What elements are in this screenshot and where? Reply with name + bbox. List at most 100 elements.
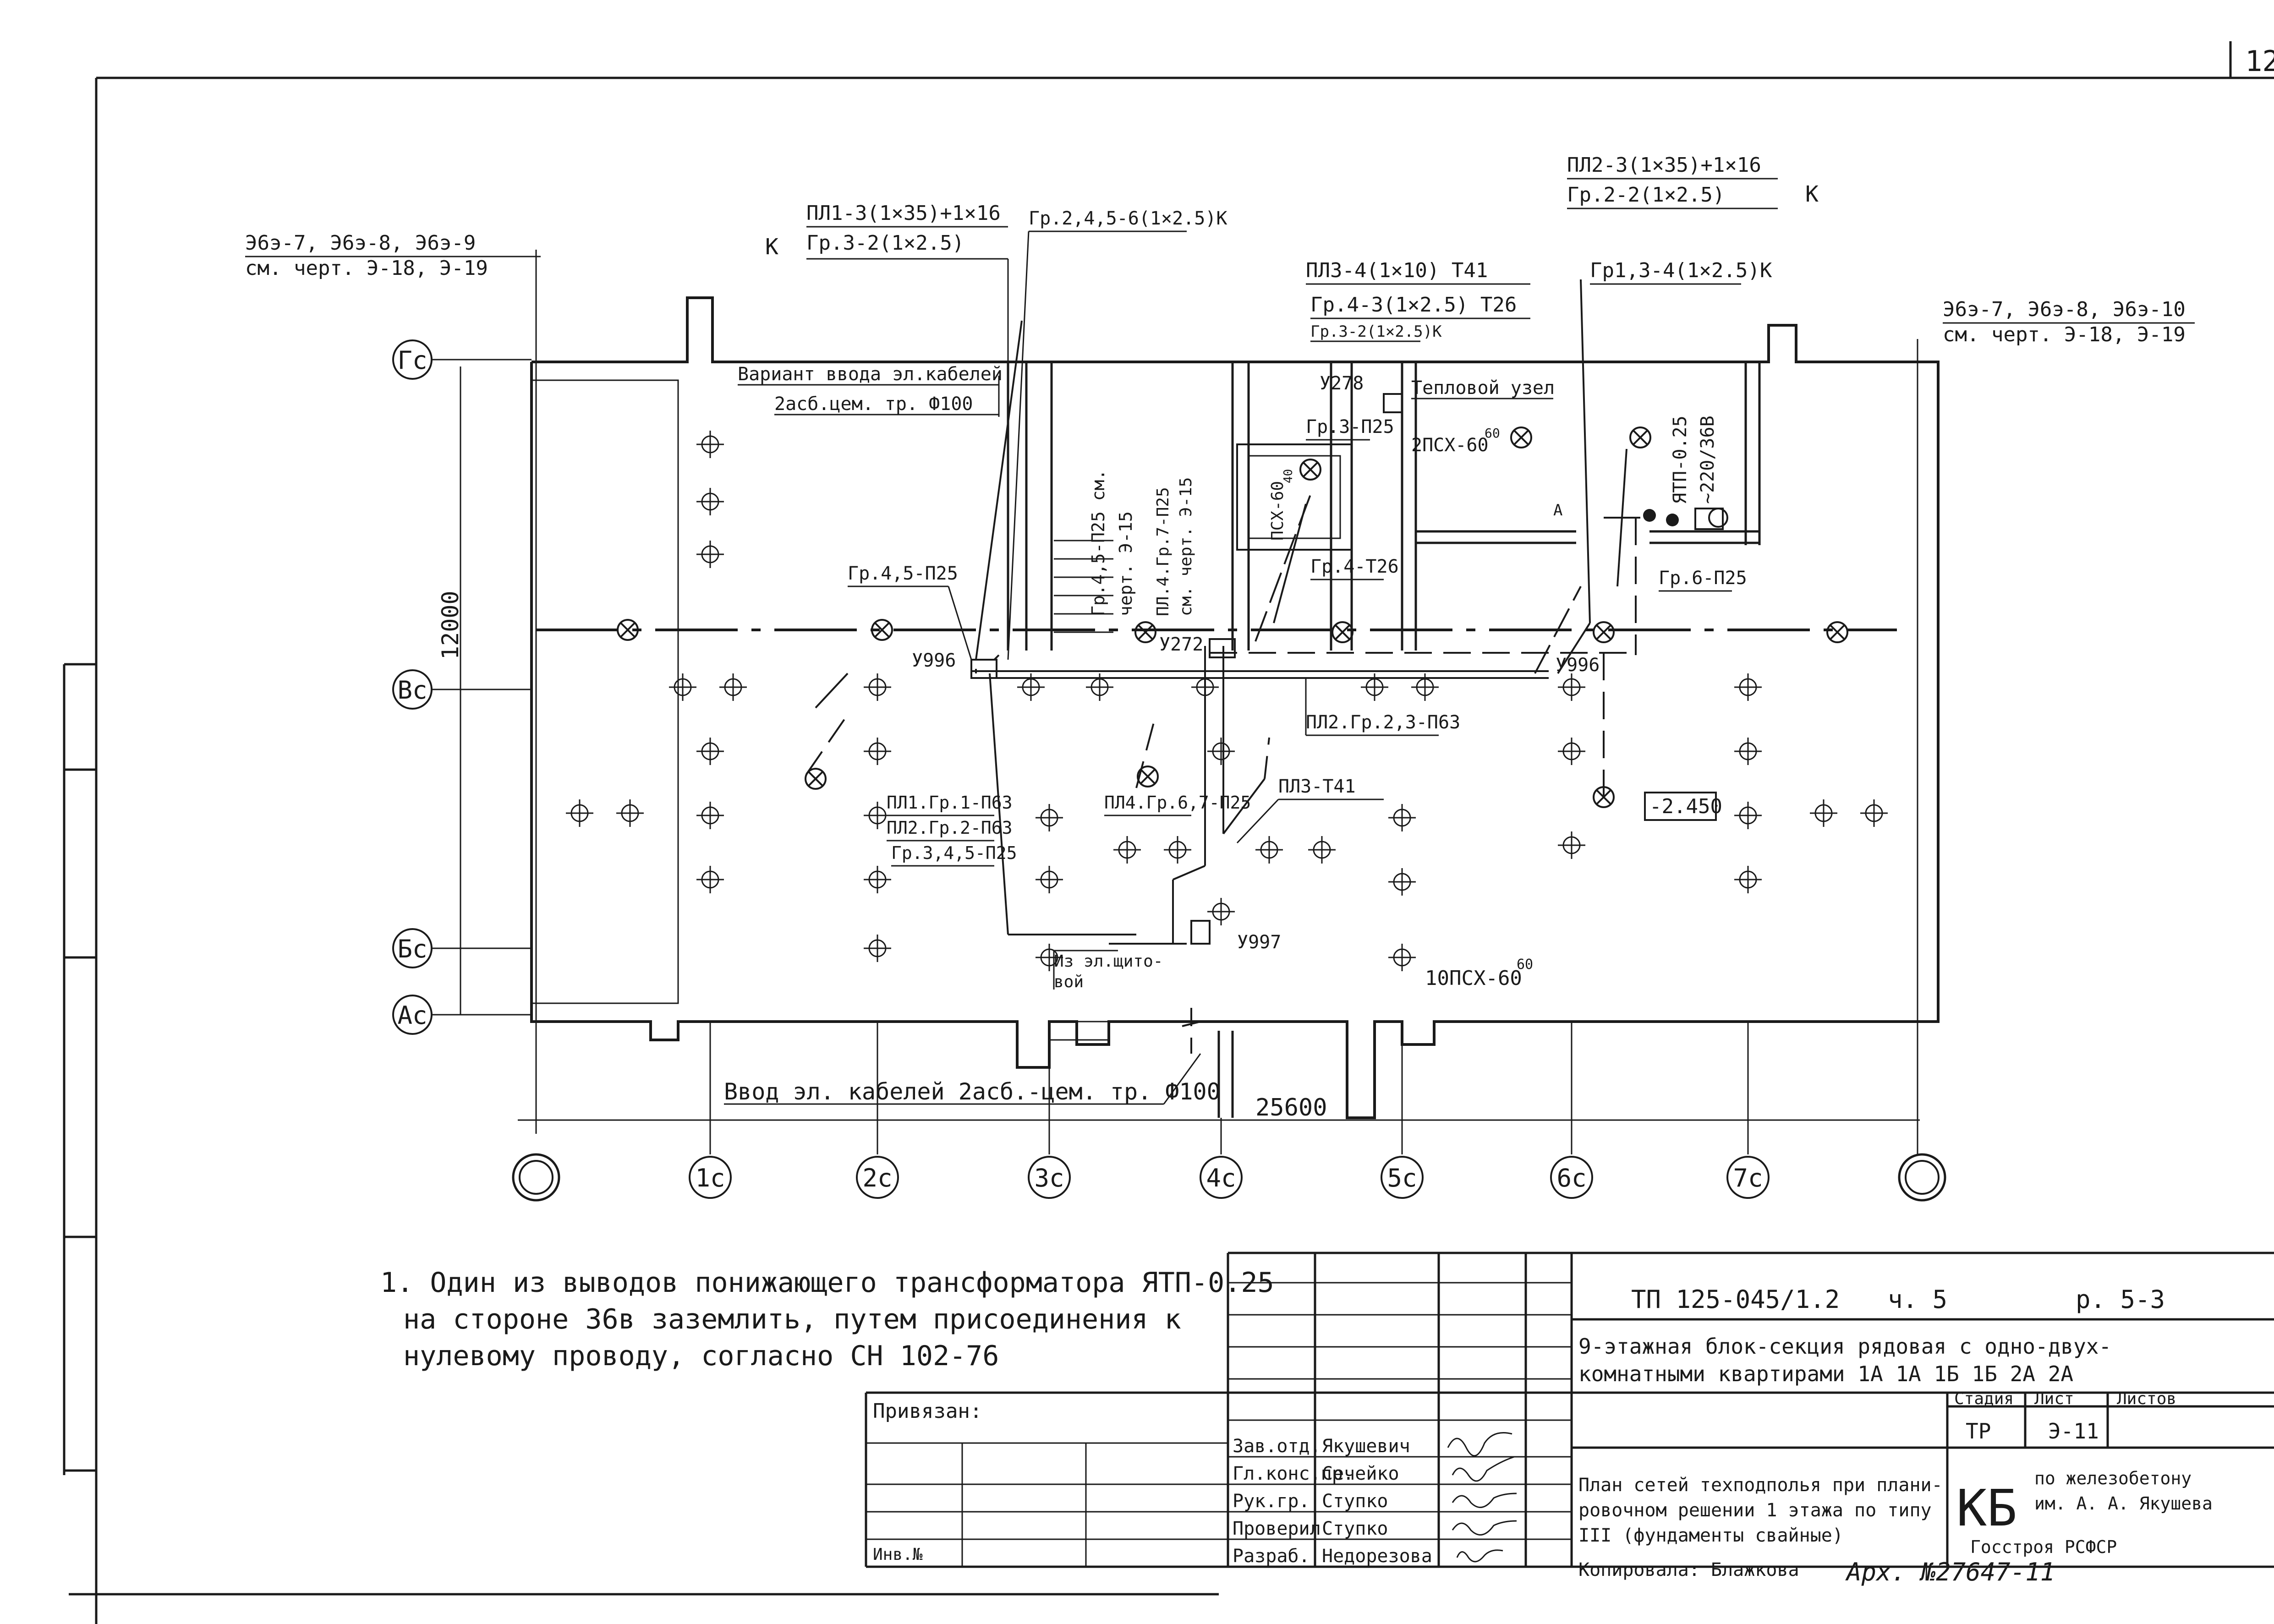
tb-stage: ТР xyxy=(1966,1419,1991,1444)
pile xyxy=(1558,831,1585,859)
axis-label-bc: Бс xyxy=(397,935,427,963)
axis-label-3c: 3с xyxy=(1034,1164,1064,1192)
cable-routes-secondary xyxy=(805,279,1640,1054)
label-k-right: К xyxy=(1805,181,1819,207)
axis-label-gc: Гс xyxy=(397,346,427,375)
lamp-2 xyxy=(871,619,893,641)
axis-label-5c: 5с xyxy=(1387,1164,1417,1192)
note-line-3: нулевому проводу, согласно СН 102-76 xyxy=(403,1340,999,1372)
axis-bubble-5c xyxy=(1381,1156,1424,1199)
axis-bubble-col-right xyxy=(1898,1153,1946,1202)
pile xyxy=(1036,944,1063,971)
ref-left-1: Э6э-7, Э6э-8, Э6э-9 xyxy=(245,231,476,255)
pile xyxy=(1388,944,1416,971)
pile xyxy=(1388,868,1416,896)
label-pl2-top: ПЛ2-3(1×35)+1×16 xyxy=(1567,153,1761,177)
pile xyxy=(864,866,891,893)
tb-name-3: Ступко xyxy=(1322,1518,1388,1539)
label-u997: У997 xyxy=(1237,932,1281,953)
dimension-height: 12000 xyxy=(437,591,464,660)
pile xyxy=(696,541,724,568)
tb-role-3: Проверил xyxy=(1233,1518,1321,1539)
pile xyxy=(1558,673,1585,701)
pile xyxy=(566,799,593,827)
title-block-rows xyxy=(866,1282,1572,1567)
pile xyxy=(864,738,891,765)
tb-section: р. 5-3 xyxy=(2076,1285,2165,1314)
signature-0 xyxy=(1447,1432,1512,1457)
axis-bubble-6c xyxy=(1550,1156,1593,1199)
signature-4 xyxy=(1456,1549,1503,1563)
tb-role-0: Зав.отд. xyxy=(1233,1436,1321,1457)
axis-label-vc: Вс xyxy=(397,676,427,705)
pile xyxy=(696,738,724,765)
label-gr3-p25: Гр.3-П25 xyxy=(1306,416,1394,437)
junction-box-u996-left xyxy=(970,659,997,679)
stair-hatch xyxy=(1054,540,1113,633)
dimension-width: 25600 xyxy=(1255,1094,1327,1121)
lamp-12 xyxy=(1299,459,1321,481)
pile xyxy=(1086,673,1113,701)
axis-bubble-7c xyxy=(1726,1156,1770,1199)
tb-role-2: Рук.гр. xyxy=(1233,1491,1310,1512)
tb-sheet: Э-11 xyxy=(2048,1419,2099,1444)
pile-symbols xyxy=(566,431,1888,971)
axis-bubble-col-left xyxy=(512,1153,560,1202)
axis-bubble-1c xyxy=(689,1156,732,1199)
pile xyxy=(1308,836,1336,864)
lamp-4 xyxy=(1134,621,1156,643)
tb-org-3: им. А. А. Якушева xyxy=(2034,1493,2213,1514)
label-pl3-1: ПЛ3-4(1×10) Т41 xyxy=(1306,259,1488,282)
pile xyxy=(696,431,724,458)
label-pl3-3: Гр.3-2(1×2.5)К xyxy=(1310,323,1442,341)
label-gr45-p25: Гр.4,5-П25 xyxy=(848,563,958,584)
pile xyxy=(1810,799,1837,827)
label-ytp-1: ЯТП-0.25 xyxy=(1670,416,1691,504)
tb-org-4: Госстроя РСФСР xyxy=(1970,1537,2117,1557)
label-gr245: Гр.2,4,5-6(1×2.5)К xyxy=(1029,208,1227,229)
axis-bubble-bc xyxy=(392,928,433,968)
pile xyxy=(864,673,891,701)
pile xyxy=(719,673,747,701)
label-level: -2.450 xyxy=(1649,795,1722,818)
column-axis-bubbles: 1с 2с 3с 4с 5с 6с 7с xyxy=(512,1153,1946,1202)
lamp-symbols xyxy=(617,427,1848,808)
label-pl2-bottom: Гр.2-2(1×2.5) xyxy=(1567,183,1725,207)
tb-role-1: Гл.конс.пр. xyxy=(1233,1463,1354,1484)
tb-name-1: Сечейко xyxy=(1322,1463,1399,1484)
label-vert-1: Гр.4,5-П25 см. xyxy=(1088,470,1108,616)
label-psx-top-sup: 60 xyxy=(1485,426,1500,441)
tb-doc-code: ТП 125-045/1.2 xyxy=(1631,1285,1840,1314)
pile xyxy=(1734,802,1762,829)
tb-archive: Арх. №27647-11 xyxy=(1845,1558,2055,1586)
axis-bubble-4c xyxy=(1200,1156,1243,1199)
ref-right-2: см. черт. Э-18, Э-19 xyxy=(1943,323,2186,346)
label-u272: У272 xyxy=(1159,634,1203,655)
title-block xyxy=(865,1252,2274,1568)
tb-project-2: комнатными квартирами 1А 1А 1Б 1Б 2А 2А xyxy=(1578,1362,2073,1386)
label-u996-left: У996 xyxy=(912,650,956,671)
tb-sheets-header: Листов xyxy=(2117,1389,2176,1408)
junction-box-u272 xyxy=(1209,638,1236,658)
pile xyxy=(1734,673,1762,701)
label-psx-box-sup: 40 xyxy=(1282,469,1295,483)
axis-bubble-gc xyxy=(392,339,433,380)
label-vert-3: ПЛ.4.Гр.7-П25 xyxy=(1154,487,1173,616)
label-vert-2: черт. Э-15 xyxy=(1116,511,1136,616)
pile xyxy=(1388,804,1416,831)
note-line-1: 1. Один из выводов понижающего трансформ… xyxy=(380,1267,1274,1299)
junction-boxes xyxy=(970,393,1728,945)
title-block-texts: Привязан: Инв.№ ТП 125-045/1.2 ч. 5 р. 5… xyxy=(873,1285,2213,1586)
pile xyxy=(1558,738,1585,765)
lamp-3 xyxy=(805,768,827,790)
axis-label-4c: 4с xyxy=(1206,1164,1236,1192)
transformer-ytp xyxy=(1694,508,1724,530)
ref-left-2: см. черт. Э-18, Э-19 xyxy=(245,257,488,280)
label-vert-4: см. черт. Э-15 xyxy=(1177,477,1195,616)
general-note: 1. Один из выводов понижающего трансформ… xyxy=(380,1267,1274,1372)
tb-project-1: 9-этажная блок-секция рядовая с одно-дву… xyxy=(1578,1334,2111,1359)
pile xyxy=(1734,866,1762,893)
tb-sheet-title-2: ровочном решении 1 этажа по типу xyxy=(1578,1500,1932,1521)
axis-label-6c: 6с xyxy=(1556,1164,1586,1192)
